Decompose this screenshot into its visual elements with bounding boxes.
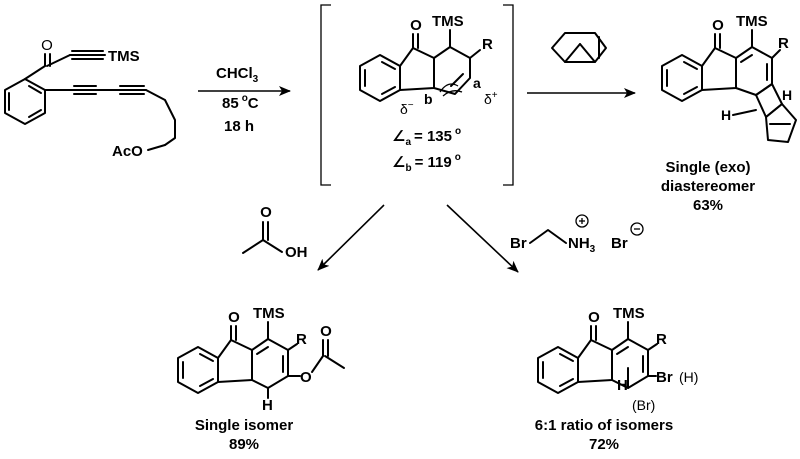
delta-plus-label: δ+: [484, 90, 498, 107]
r-label-bromide: R: [656, 331, 667, 348]
adduct-caption-line2: diastereomer: [661, 178, 755, 195]
acetic-acid-reagent: O OH: [242, 204, 385, 271]
h-paren-label: (H): [679, 369, 698, 385]
h-right-adduct: H: [782, 87, 792, 103]
bromide-caption: 6:1 ratio of isomers: [535, 417, 673, 434]
aco-label: AcO: [112, 143, 143, 160]
bromide-yield: 72%: [589, 436, 619, 453]
solvent-label: CHCl3: [216, 65, 259, 85]
adduct-o-label: O: [712, 17, 724, 34]
h-left-adduct: H: [721, 107, 731, 123]
tms-label-int: TMS: [432, 13, 464, 30]
bromoethylammonium-reagent: Br NH3 Br: [446, 204, 644, 273]
norbornene-reagent: [527, 32, 636, 98]
r-label-int: R: [482, 36, 493, 53]
r-label-adduct: R: [778, 35, 789, 52]
carbonyl-o-label: O: [41, 37, 53, 54]
tms-label-acetate: TMS: [253, 305, 285, 322]
r-label-acetate: R: [296, 331, 307, 348]
br-paren-label: (Br): [632, 397, 655, 413]
acetate-caption: Single isomer: [195, 417, 294, 434]
bromide-ketone-o: O: [588, 309, 600, 326]
bond-b-label: b: [424, 91, 433, 107]
tms-label-bromide: TMS: [613, 305, 645, 322]
acetate-product: O TMS R H O O: [177, 305, 345, 414]
acetate-ester-o: O: [300, 369, 312, 386]
bromide-product: O TMS R H (Br) Br (H): [537, 305, 698, 413]
reagent-nh3-label: NH3: [568, 235, 596, 255]
acid-oh-label: OH: [285, 244, 308, 261]
time-label: 18 h: [224, 118, 254, 135]
acid-o-label: O: [260, 204, 272, 221]
h-label-bromide: H: [617, 377, 628, 394]
br-label-bromide: Br: [656, 369, 673, 386]
tms-label-adduct: TMS: [736, 13, 768, 30]
adduct-caption-line1: Single (exo): [665, 159, 750, 176]
acetate-carbonyl-o: O: [320, 323, 332, 340]
starting-material: O TMS AcO: [4, 37, 176, 160]
acetate-yield: 89%: [229, 436, 259, 453]
reagent-br-counterion: Br: [611, 235, 628, 252]
adduct-yield: 63%: [693, 197, 723, 214]
tms-label-sm: TMS: [108, 48, 140, 65]
delta-minus-label: δ−: [400, 100, 414, 117]
h-label-acetate: H: [262, 397, 273, 414]
bond-a-label: a: [473, 75, 481, 91]
acetate-ketone-o: O: [228, 309, 240, 326]
norbornene-adduct: O TMS R H H: [661, 13, 797, 143]
reagent-br-label: Br: [510, 235, 527, 252]
ketone-o-label: O: [410, 17, 422, 34]
